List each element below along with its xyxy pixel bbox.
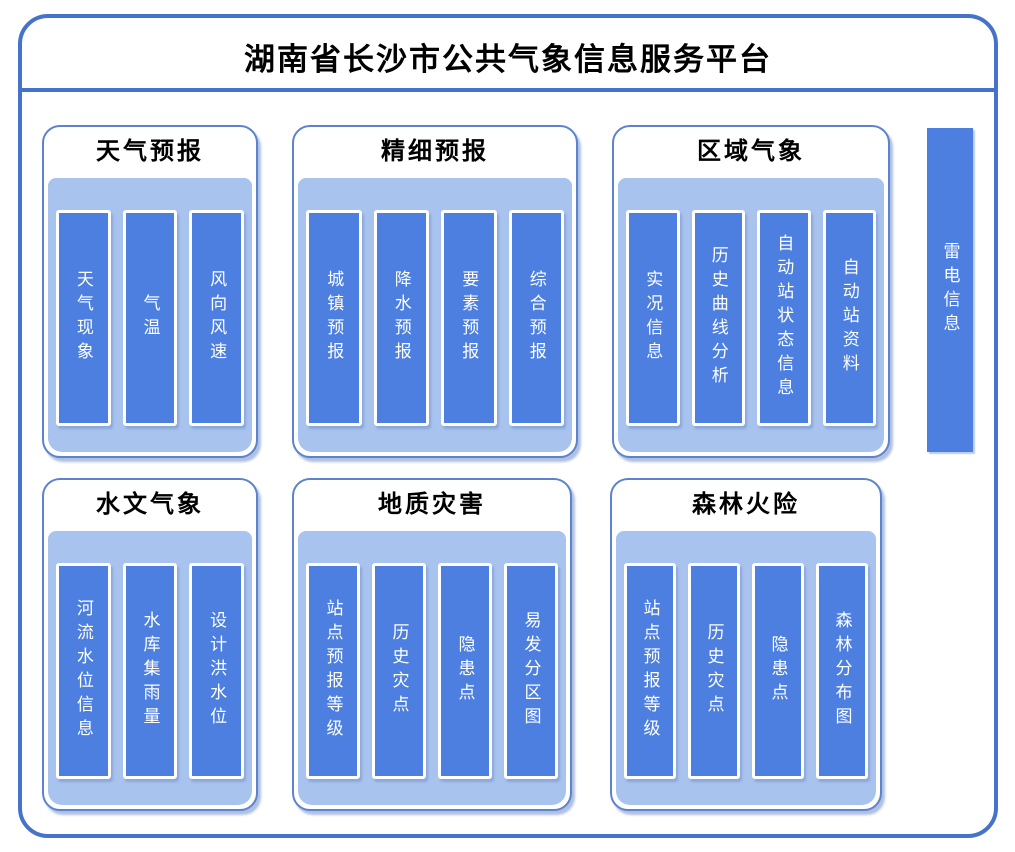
panel-fine-forecast: 精细预报 城镇预报 降水预报 要素预报 综合预报	[292, 125, 578, 458]
module-box: 设计洪水位	[189, 563, 245, 779]
module-label: 自动站状态信息	[774, 234, 794, 402]
panel-title: 森林火险	[692, 491, 800, 518]
module-box: 河流水位信息	[56, 563, 111, 779]
module-box: 隐患点	[752, 563, 804, 779]
panel-title: 水文气象	[96, 491, 204, 518]
module-box: 城镇预报	[306, 210, 362, 426]
panel-title: 天气预报	[96, 138, 204, 165]
module-box: 综合预报	[508, 210, 564, 426]
panel-weather-forecast: 天气预报 天气现象 气温 风向风速	[42, 125, 258, 458]
module-box: 要素预报	[441, 210, 497, 426]
module-label: 河流水位信息	[73, 599, 93, 743]
module-label: 站点预报等级	[323, 599, 343, 743]
module-box: 历史曲线分析	[691, 210, 745, 426]
module-label: 历史曲线分析	[708, 246, 728, 390]
panel-body: 河流水位信息 水库集雨量 设计洪水位	[48, 531, 252, 805]
panel-title: 地质灾害	[378, 491, 486, 518]
module-box: 历史灾点	[372, 563, 426, 779]
lightning-info-bar: 雷电信息	[927, 128, 973, 452]
panel-geological-disaster: 地质灾害 站点预报等级 历史灾点 隐患点 易发分区图	[292, 478, 572, 811]
panel-forest-fire-risk: 森林火险 站点预报等级 历史灾点 隐患点 森林分布图	[610, 478, 882, 811]
title-divider	[22, 88, 994, 92]
module-label: 历史灾点	[704, 623, 724, 719]
module-box: 气温	[122, 210, 178, 426]
module-box: 水库集雨量	[122, 563, 178, 779]
panel-hydrological-meteorology: 水文气象 河流水位信息 水库集雨量 设计洪水位	[42, 478, 258, 811]
platform-title: 湖南省长沙市公共气象信息服务平台	[244, 42, 772, 77]
module-label: 隐患点	[455, 635, 475, 707]
panel-regional-meteorology: 区域气象 实况信息 历史曲线分析 自动站状态信息 自动站资料	[612, 125, 890, 458]
panel-body: 实况信息 历史曲线分析 自动站状态信息 自动站资料	[618, 178, 884, 452]
module-label: 气温	[140, 294, 160, 342]
panel-body: 城镇预报 降水预报 要素预报 综合预报	[298, 178, 572, 452]
module-label: 要素预报	[459, 270, 479, 366]
lightning-info-label: 雷电信息	[940, 242, 960, 338]
panel-title: 精细预报	[381, 138, 489, 165]
panel-body: 站点预报等级 历史灾点 隐患点 森林分布图	[616, 531, 876, 805]
module-box: 易发分区图	[504, 563, 558, 779]
module-label: 易发分区图	[521, 611, 541, 731]
module-label: 设计洪水位	[207, 611, 227, 731]
module-box: 自动站资料	[822, 210, 876, 426]
module-label: 降水预报	[391, 270, 411, 366]
module-box: 历史灾点	[688, 563, 740, 779]
module-label: 站点预报等级	[640, 599, 660, 743]
panel-body: 站点预报等级 历史灾点 隐患点 易发分区图	[298, 531, 566, 805]
module-box: 实况信息	[626, 210, 680, 426]
module-label: 历史灾点	[389, 623, 409, 719]
module-box: 站点预报等级	[624, 563, 676, 779]
module-label: 森林分布图	[832, 611, 852, 731]
module-label: 综合预报	[526, 270, 546, 366]
module-label: 水库集雨量	[140, 611, 160, 731]
module-box: 风向风速	[189, 210, 245, 426]
module-label: 天气现象	[73, 270, 93, 366]
module-label: 实况信息	[643, 270, 663, 366]
module-box: 森林分布图	[816, 563, 868, 779]
module-label: 隐患点	[768, 635, 788, 707]
module-label: 自动站资料	[839, 258, 859, 378]
module-label: 风向风速	[207, 270, 227, 366]
module-box: 天气现象	[56, 210, 111, 426]
panel-title: 区域气象	[697, 138, 805, 165]
panel-body: 天气现象 气温 风向风速	[48, 178, 252, 452]
module-box: 站点预报等级	[306, 563, 360, 779]
module-box: 隐患点	[438, 563, 492, 779]
module-box: 降水预报	[373, 210, 429, 426]
module-box: 自动站状态信息	[757, 210, 811, 426]
module-label: 城镇预报	[324, 270, 344, 366]
